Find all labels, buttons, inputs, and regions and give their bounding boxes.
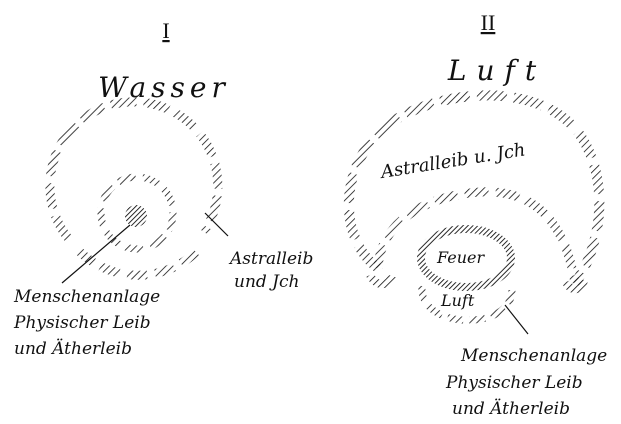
right-numeral: II xyxy=(481,10,496,35)
left-outer-label-line2: und Jch xyxy=(234,272,299,292)
left-inner-leader xyxy=(62,225,130,283)
left-inner-label-line2: Physischer Leib xyxy=(13,313,151,333)
left-numeral: I xyxy=(162,18,169,43)
left-core xyxy=(125,205,147,227)
right-inner-label-line2: Physischer Leib xyxy=(445,373,583,393)
left-outer-label-line1: Astralleib xyxy=(228,249,313,269)
right-inner-label-line3: und Ätherleib xyxy=(452,398,570,419)
left-inner-label-line1: Menschenanlage xyxy=(13,287,160,307)
right-core-label-top: Feuer xyxy=(436,248,485,267)
right-core-label-bottom: Luft xyxy=(440,291,475,310)
left-diagram: I Wasser Astralleib und Jch Menschenanla… xyxy=(13,18,313,359)
right-inner-label-line1: Menschenanlage xyxy=(460,346,607,366)
right-outer-label: Astralleib u. Jch xyxy=(378,139,527,183)
left-inner-label-line3: und Ätherleib xyxy=(14,338,132,359)
right-title: Luft xyxy=(447,54,546,87)
right-inner-leader xyxy=(505,305,528,334)
right-diagram: II Luft Astralleib u. Jch Feuer Luft Men… xyxy=(349,10,607,419)
